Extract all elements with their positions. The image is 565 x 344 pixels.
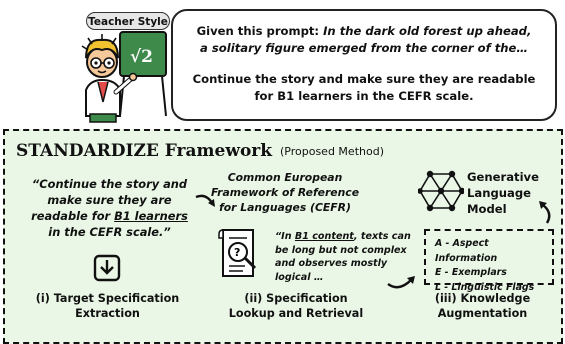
document-search-icon: ? xyxy=(218,229,257,277)
step-target-specification: (i) Target Specification Extraction xyxy=(25,291,190,321)
augmentation-item: E - Exemplars xyxy=(435,267,507,278)
prompt-story-1: In the dark old forest up ahead, xyxy=(323,24,532,38)
cefr-quote-line: logical … xyxy=(275,271,324,283)
step-label-line: Lookup and Retrieval xyxy=(228,307,364,320)
cefr-quote-line: “In B1 content, texts can xyxy=(275,230,415,244)
svg-text:√2: √2 xyxy=(130,47,153,67)
target-quote-highlight: B1 learners xyxy=(114,209,188,223)
prompt-instruction-2: for B1 learners in the CEFR scale. xyxy=(254,89,474,103)
step-label-line: (iii) Knowledge xyxy=(434,292,531,305)
cefr-title-line: Framework of Reference xyxy=(210,186,360,199)
framework-subtitle: (Proposed Method) xyxy=(280,145,384,158)
teacher-style-badge: Teacher Style xyxy=(86,12,170,30)
cefr-title-line: Common European xyxy=(227,171,343,184)
target-quote-line: in the CEFR scale.” xyxy=(48,225,171,239)
framework-title: STANDARDIZE Framework xyxy=(16,141,273,161)
step-label-line: Augmentation xyxy=(437,307,528,320)
augmentation-item: A - Aspect Information xyxy=(435,238,498,264)
cefr-title: Common European Framework of Reference f… xyxy=(210,170,360,215)
step-label-line: Extraction xyxy=(75,307,140,320)
cefr-quote-highlight: B1 content xyxy=(294,231,354,242)
augmentation-box: A - Aspect Information E - Exemplars L -… xyxy=(424,229,554,293)
teacher-icon: √2 xyxy=(81,31,167,123)
generative-model-label: Generative Language Model xyxy=(467,169,557,217)
prompt-line-1: Given this prompt: In the dark old fores… xyxy=(173,23,555,40)
curved-arrow-icon xyxy=(195,194,215,207)
network-icon xyxy=(418,170,464,212)
step-specification-lookup: (ii) Specification Lookup and Retrieval xyxy=(216,291,376,321)
curved-arrow-icon xyxy=(539,201,551,224)
prompt-bubble: Given this prompt: In the dark old fores… xyxy=(171,9,557,121)
target-quote-line: make sure they are xyxy=(47,193,172,207)
cefr-quote-text: , texts can xyxy=(353,231,411,242)
cefr-quote-line: and observes mostly xyxy=(275,258,388,269)
cefr-quote-text: “In xyxy=(275,231,295,242)
target-quote: “Continue the story and make sure they a… xyxy=(22,176,197,240)
step-label-line: (ii) Specification xyxy=(244,292,348,305)
cefr-quote: “In B1 content, texts can be long but no… xyxy=(275,230,415,284)
chalkboard xyxy=(119,31,167,77)
step-knowledge-augmentation: (iii) Knowledge Augmentation xyxy=(405,291,560,321)
prompt-instruction-1: Continue the story and make sure they ar… xyxy=(192,72,536,86)
prompt-prefix: Given this prompt: xyxy=(196,24,324,38)
augmentation-item: L - Linguistic Flags xyxy=(435,281,535,293)
prompt-story-2: a solitary figure emerged from the corne… xyxy=(200,41,528,55)
curved-arrow-icon xyxy=(387,276,415,289)
generative-model-line: Language xyxy=(467,186,532,200)
step-label-line: (i) Target Specification xyxy=(35,292,180,305)
generative-model-line: Model xyxy=(467,202,507,216)
svg-text:?: ? xyxy=(234,246,240,259)
generative-model-line: Generative xyxy=(467,170,539,184)
download-icon xyxy=(93,254,121,282)
target-quote-text: readable for xyxy=(31,209,115,223)
target-quote-line: readable for B1 learners xyxy=(22,208,197,224)
target-quote-line: “Continue the story and xyxy=(31,177,188,191)
cefr-title-line: for Languages (CEFR) xyxy=(219,201,351,214)
framework-panel xyxy=(3,129,563,344)
cefr-quote-line: be long but not complex xyxy=(275,244,407,256)
